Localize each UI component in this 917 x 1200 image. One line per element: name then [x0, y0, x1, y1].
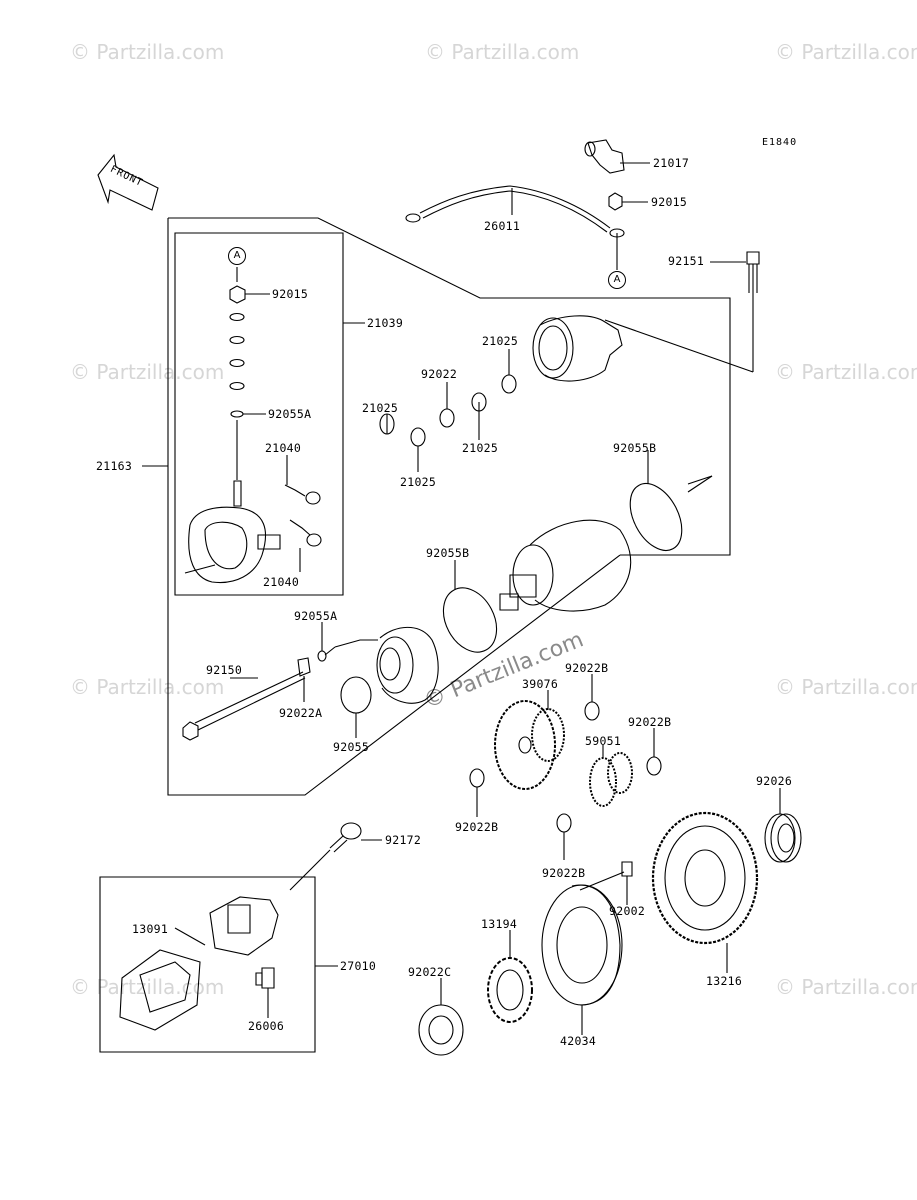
part-label-21025: 21025 — [462, 441, 499, 455]
part-label-13216: 13216 — [706, 974, 743, 988]
watermark: © Partzilla.com — [775, 975, 917, 999]
part-label-92015: 92015 — [272, 287, 309, 301]
part-21025-yoke — [533, 316, 622, 381]
watermark: © Partzilla.com — [70, 675, 225, 699]
part-label-21025: 21025 — [362, 401, 399, 415]
part-26011-cable — [406, 186, 624, 270]
part-label-39076: 39076 — [522, 677, 559, 691]
part-label-92055A: 92055A — [294, 609, 338, 623]
diagram-reference: E1840 — [762, 137, 798, 148]
callout-a-cable: A — [608, 271, 626, 289]
part-label-13091: 13091 — [132, 922, 169, 936]
part-13216-starter-gear — [653, 813, 757, 943]
part-21163-brush-plate — [185, 507, 280, 582]
part-92026-seal — [765, 814, 801, 862]
part-label-92022C: 92022C — [408, 965, 452, 979]
part-armature — [500, 520, 631, 611]
part-label-92022B: 92022B — [628, 715, 672, 729]
part-39076-gear — [495, 701, 564, 789]
part-92151-bolt — [605, 252, 759, 372]
watermark: © Partzilla.com — [70, 360, 225, 384]
part-42034-clutch — [542, 885, 622, 1005]
part-label-92022: 92022 — [421, 367, 458, 381]
part-13091-cover — [120, 950, 200, 1030]
part-label-92172: 92172 — [385, 833, 422, 847]
part-27010-starter-relay — [210, 897, 278, 955]
part-26006-fuse — [256, 968, 274, 988]
part-92055B-o-ring — [433, 579, 507, 662]
part-label-92055B: 92055B — [426, 546, 470, 560]
part-end-cover — [325, 627, 438, 703]
watermark: © Partzilla.com — [775, 675, 917, 699]
watermark: © Partzilla.com — [775, 360, 917, 384]
part-label-92022A: 92022A — [279, 706, 323, 720]
part-label-27010: 27010 — [340, 959, 377, 973]
part-label-26006: 26006 — [248, 1019, 285, 1033]
part-label-92055A: 92055A — [268, 407, 312, 421]
part-label-59051: 59051 — [585, 734, 622, 748]
part-label-21163: 21163 — [96, 459, 133, 473]
part-label-21040: 21040 — [263, 575, 300, 589]
part-92055B-o-ring — [620, 475, 693, 559]
part-92015-nut — [609, 193, 622, 210]
part-label-92055: 92055 — [333, 740, 370, 754]
part-label-92022B: 92022B — [542, 866, 586, 880]
part-59051-gear — [590, 753, 632, 806]
part-13194-one-way-clutch — [488, 958, 532, 1022]
part-label-92015: 92015 — [651, 195, 688, 209]
part-label-92055B: 92055B — [613, 441, 657, 455]
part-label-21025: 21025 — [482, 334, 519, 348]
part-92172-screw — [290, 823, 361, 890]
part-label-92022B: 92022B — [565, 661, 609, 675]
callout-a-top: A — [228, 247, 246, 265]
part-92150-through-bolt — [183, 672, 305, 740]
watermark: © Partzilla.com — [425, 40, 580, 64]
part-label-92150: 92150 — [206, 663, 243, 677]
part-label-21025: 21025 — [400, 475, 437, 489]
part-label-21040: 21040 — [265, 441, 302, 455]
part-label-21039: 21039 — [367, 316, 404, 330]
watermark: © Partzilla.com — [70, 40, 225, 64]
part-label-92022B: 92022B — [455, 820, 499, 834]
front-arrow-icon — [98, 155, 158, 210]
part-label-92151: 92151 — [668, 254, 705, 268]
part-label-21017: 21017 — [653, 156, 690, 170]
part-21017-boot — [585, 140, 624, 173]
part-label-92002: 92002 — [609, 904, 646, 918]
part-label-42034: 42034 — [560, 1034, 597, 1048]
part-label-92026: 92026 — [756, 774, 793, 788]
part-label-13194: 13194 — [481, 917, 518, 931]
watermark: © Partzilla.com — [775, 40, 917, 64]
part-label-26011: 26011 — [484, 219, 521, 233]
